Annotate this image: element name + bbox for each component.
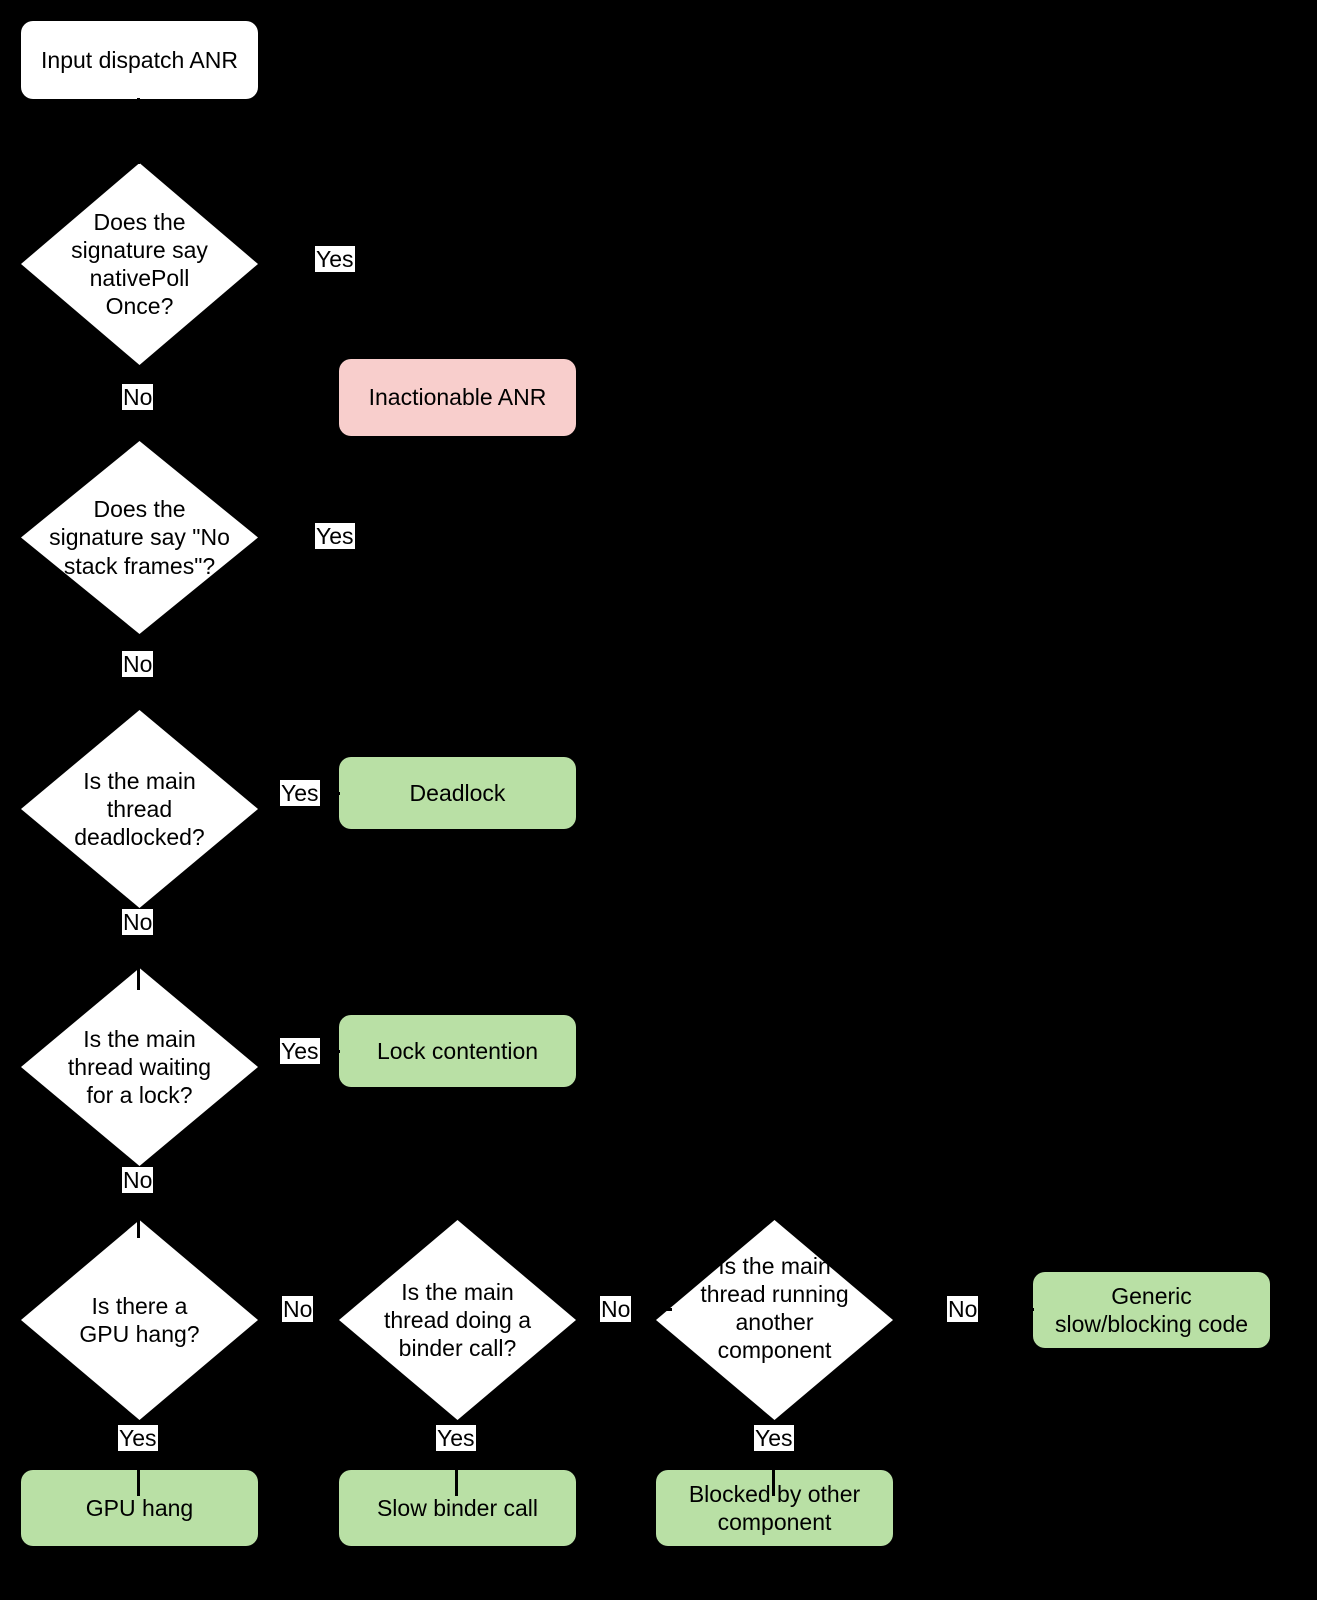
edge-label-nostack-no: No [122,651,154,677]
edge-lock-no [137,1166,140,1238]
edge-label-deadlock-no: No [122,909,154,935]
edge-nativepoll-yes [258,263,458,266]
node-question-running-another-component[interactable]: Is the main thread running another compo… [656,1220,893,1420]
node-input-dispatch-anr[interactable]: Input dispatch ANR [21,21,258,99]
edge-label-deadlock-yes: Yes [280,780,320,806]
edge-label-lock-no: No [122,1167,154,1193]
edge-label-binder-no: No [600,1296,632,1322]
node-label: Is the main thread running another compo… [700,1253,849,1364]
edge-label-nostack-yes: Yes [315,523,355,549]
edge-label-lock-yes: Yes [280,1038,320,1064]
node-label: Is there a GPU hang? [79,1292,200,1347]
edge-label-component-no: No [947,1296,979,1322]
edge-nostack-yes [258,536,458,539]
edge-label-gpu-no: No [282,1296,314,1322]
edge-gpu-yes [137,1420,140,1496]
edge-label-nativepoll-no: No [122,384,154,410]
node-outcome-deadlock[interactable]: Deadlock [339,757,576,829]
edge-nativepoll-yes-down [456,263,459,358]
node-label: Is the main thread waiting for a lock? [67,1025,212,1109]
node-label: Does the signature say "No stack frames"… [49,496,230,579]
node-question-gpu-hang[interactable]: Is there a GPU hang? [21,1220,258,1420]
node-outcome-slow-binder-call[interactable]: Slow binder call [339,1470,576,1546]
node-outcome-generic-slow-blocking-code[interactable]: Generic slow/blocking code [1033,1272,1270,1348]
node-question-main-thread-deadlocked[interactable]: Is the main thread deadlocked? [21,710,258,908]
edge-label-binder-yes: Yes [436,1425,476,1451]
edge-binder-yes [455,1420,458,1496]
node-question-waiting-for-lock[interactable]: Is the main thread waiting for a lock? [21,968,258,1166]
edge-deadlock-no [137,908,140,990]
node-label: Is the main thread doing a binder call? [383,1278,532,1362]
node-label: Does the signature say nativePoll Once? [71,208,208,320]
edge-component-yes [772,1420,775,1496]
edge-label-nativepoll-yes: Yes [315,246,355,272]
node-outcome-lock-contention[interactable]: Lock contention [339,1015,576,1087]
node-question-no-stack-frames[interactable]: Does the signature say "No stack frames"… [21,441,258,634]
node-label: Is the main thread deadlocked? [74,767,205,851]
edge-start-to-nativepoll [137,98,140,164]
node-outcome-inactionable-anr[interactable]: Inactionable ANR [339,359,576,436]
node-question-nativepollonce[interactable]: Does the signature say nativePoll Once? [21,163,258,365]
node-question-binder-call[interactable]: Is the main thread doing a binder call? [339,1220,576,1420]
edge-label-component-yes: Yes [754,1425,794,1451]
edge-label-gpu-yes: Yes [118,1425,158,1451]
